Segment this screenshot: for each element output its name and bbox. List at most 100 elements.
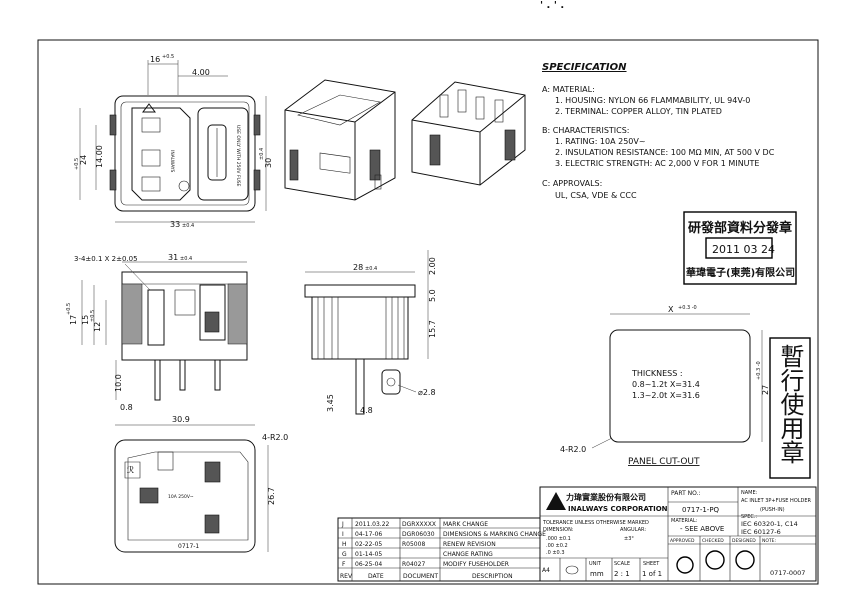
panel-thick2: 1.3~2.0t X=31.6	[632, 391, 700, 400]
dim-left-1400: 14.00	[95, 145, 104, 168]
dim-top-16: 16	[150, 55, 160, 64]
tol-ang: ANGULAR:	[620, 527, 646, 533]
rev-cell-desc: MARK CHANGE	[443, 521, 488, 528]
rev-cell-rev: F	[342, 561, 346, 568]
dim-sec-12-tol: ±0.5	[90, 310, 96, 322]
rev-cell-rev: I	[342, 531, 344, 538]
rev-cell-date: 02-22-05	[355, 541, 382, 548]
scale-label: SCALE	[614, 561, 630, 567]
dim-bottom-33-tol: ±0.4	[182, 223, 194, 229]
dim-left-24: 24	[79, 155, 88, 165]
rev-cell-date: 04-17-06	[355, 531, 382, 538]
dim-left-24-tol: +0.5	[74, 158, 80, 170]
dim-top-400: 4.00	[192, 68, 210, 77]
svg-text:USE ONLY WITH 250V FUSE: USE ONLY WITH 250V FUSE	[235, 125, 241, 187]
rev-cell-rev: J	[341, 521, 344, 528]
rev-cell-desc: DIMENSIONS & MARKING CHANGE	[443, 531, 546, 538]
sheet-label: SHEET	[643, 561, 660, 567]
rev-head-date: DATE	[368, 573, 384, 580]
specification: SPECIFICATION A: MATERIAL: 1. HOUSING: N…	[542, 62, 775, 200]
dim-sec-17: 17	[69, 315, 78, 325]
side-view: 28 ±0.4 2.00 5.0 15.7 3.45 4.8 ⌀2.8	[304, 250, 437, 415]
svg-text:INALWAYS: INALWAYS	[169, 150, 175, 173]
panel-r-label: 4-R2.0	[560, 445, 586, 454]
tol1: .000 ±0.1	[546, 536, 571, 542]
material-label: MATERIAL:	[671, 518, 698, 524]
panel-y-tol: +0.3 -0	[756, 361, 762, 380]
dim-bot-267: 26.7	[267, 487, 276, 505]
rev-cell-rev: H	[342, 541, 347, 548]
rev-cell-desc: MODIFY FUSEHOLDER	[443, 561, 509, 568]
dim-sec-31: 31	[168, 253, 178, 262]
stamp-date: 2011 03 24	[712, 243, 775, 256]
svg-text:ℛ: ℛ	[127, 466, 134, 476]
rev-cell-doc: DGR06030	[402, 531, 435, 538]
spec-b1: 1. RATING: 10A 250V~	[555, 137, 646, 146]
title-block: 力瑋實業股份有限公司 INALWAYS CORPORATION PART NO.…	[539, 486, 817, 582]
spec-c-head: C: APPROVALS:	[542, 179, 602, 188]
spec-a1: 1. HOUSING: NYLON 66 FLAMMABILITY, UL 94…	[555, 96, 750, 105]
designed-label: DESIGNED	[732, 538, 756, 544]
scale-value: 2 : 1	[614, 570, 630, 578]
rev-head-doc: DOCUMENT	[403, 573, 438, 580]
checked-seal	[705, 550, 725, 570]
rev-cell-date: 01-14-05	[355, 551, 382, 558]
rev-head-desc: DESCRIPTION	[472, 573, 513, 580]
rev-cell-doc: DGRXXXXX	[402, 521, 436, 528]
approved-label: APPROVED	[670, 538, 695, 544]
dim-sec-12: 12	[93, 322, 102, 332]
dim-side-28-tol: ±0.4	[365, 266, 377, 272]
dim-right-30: 30	[264, 158, 273, 168]
tol2: .00 ±0.2	[546, 543, 568, 549]
stamp-line3: 華瑋電子(東莞)有限公司	[686, 266, 795, 279]
sheet-size: A4	[542, 567, 550, 574]
rear-view: ℛ 10A 250V~ 0717-1 30.9 4-R2.0 26.7	[114, 415, 288, 553]
dim-pins: 3-4±0.1 X 2±0.05	[74, 255, 138, 263]
dim-sec-100: 10.0	[114, 374, 123, 392]
dim-sec-17-tol: +0.5	[66, 303, 72, 315]
header-fragment: ' . ' .	[540, 0, 564, 11]
dim-side-48: 4.8	[360, 406, 373, 415]
rev-cell-doc: R05008	[402, 541, 425, 548]
dim-bot-r2: 4-R2.0	[262, 433, 288, 442]
iso-view-rear	[411, 81, 526, 186]
panel-x-tol: +0.3 -0	[678, 305, 697, 311]
rev-cell-rev: G	[342, 551, 347, 558]
panel-cutout: X +0.3 -0 27 +0.3 -0 THICKNESS : 0.8~1.2…	[560, 305, 770, 467]
dim-sec-15: 15	[81, 315, 90, 325]
rev-cell-desc: CHANGE RATING	[443, 551, 493, 558]
rev-cell-date: 2011.03.22	[355, 521, 390, 528]
approved-seal	[676, 556, 694, 574]
spec-b2: 2. INSULATION RESISTANCE: 100 MΩ MIN, AT…	[555, 148, 775, 157]
panel-x-label: X	[668, 305, 674, 314]
top-view: INALWAYS USE ONLY WITH 250V FUSE 16 +0.5…	[74, 54, 273, 229]
tol-dim: DIMENSION:	[543, 527, 574, 533]
dim-sec-08: 0.8	[120, 403, 133, 412]
company-en: INALWAYS CORPORATION	[568, 505, 668, 513]
spec-b3: 3. ELECTRIC STRENGTH: AC 2,000 V FOR 1 M…	[555, 159, 759, 168]
stamp-line1: 研發部資料分發章	[688, 220, 792, 236]
dim-side-200: 2.00	[428, 257, 437, 275]
section-view: 31 ±0.4 3-4±0.1 X 2±0.05 17 +0.5 15 12 ±…	[66, 253, 248, 412]
tol-ang-val: ±3°	[624, 536, 634, 542]
checked-label: CHECKED	[702, 538, 724, 544]
spec-title: SPECIFICATION	[542, 62, 627, 73]
name-line2: (PUSH-IN)	[760, 507, 785, 513]
dim-side-d28: ⌀2.8	[418, 388, 436, 397]
panel-y-label: 27	[761, 385, 770, 395]
note-label: NOTE:	[762, 538, 776, 544]
spec-line2: IEC 60127-6	[741, 528, 781, 536]
sheet-value: 1 of 1	[642, 570, 662, 578]
dim-right-30-tol: ±0.4	[259, 148, 265, 160]
company-cn: 力瑋實業股份有限公司	[566, 492, 646, 502]
panel-caption: PANEL CUT-OUT	[628, 457, 700, 467]
designed-seal	[735, 550, 755, 570]
spec-label: SPEC.:	[741, 514, 757, 520]
dim-top-16-tol: +0.5	[162, 54, 174, 60]
rev-head-rev: REV	[340, 573, 353, 580]
rear-rating: 10A 250V~	[168, 494, 194, 500]
rev-cell-date: 06-25-04	[355, 561, 382, 568]
dim-side-345: 3.45	[326, 394, 335, 412]
dim-sec-31-tol: ±0.4	[180, 256, 192, 262]
